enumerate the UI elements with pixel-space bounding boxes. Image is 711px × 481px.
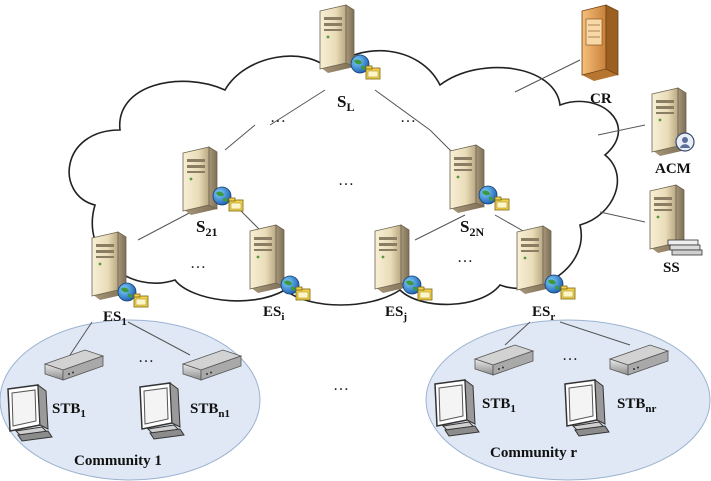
label-acm: ACM [655,161,691,177]
globe-icon [544,274,564,294]
folder-icon [560,285,576,300]
server-tower-icon [182,146,218,216]
server-sL [319,4,381,80]
folder-icon [295,286,311,301]
ellipsis-mark: … [138,349,154,366]
label-cr: CR [590,91,612,107]
ellipsis-mark: … [333,377,349,394]
label-stbnr: STBnr [617,396,656,415]
label-esj: ESj [385,304,407,323]
folder-icon [133,293,149,308]
label-sL: SL [337,92,354,114]
label-es1: ES1 [103,309,127,328]
label-community-1: Community 1 [74,453,162,469]
folder-icon [494,196,510,211]
rack-cabinet-icon [581,4,619,81]
server-tower-icon [319,4,355,74]
ellipsis-mark: … [338,172,354,189]
globe-icon [478,185,498,205]
label-s21: S21 [196,217,217,239]
server-tower-icon [249,224,285,294]
label-s2N: S2N [460,217,484,239]
disk-stack-icon [667,239,703,256]
ellipsis-mark: … [270,109,286,126]
label-stb1-left: STB1 [52,401,86,420]
label-stbn1: STBn1 [190,401,230,420]
label-stb1-right: STB1 [482,396,516,415]
server-tower-icon [449,144,485,214]
label-esr: ESr [532,304,555,323]
globe-icon [117,282,137,302]
ellipsis-mark: … [457,249,473,266]
label-community-r: Community r [490,445,577,461]
folder-icon [365,65,381,80]
ss-server [649,184,703,256]
ellipsis-mark: … [190,255,206,272]
cr-cabinet [581,4,619,81]
acm-server [651,87,695,157]
ellipsis-mark: … [562,347,578,364]
globe-icon [212,186,232,206]
folder-icon [417,286,433,301]
ellipsis-mark: … [400,109,416,126]
user-badge-icon [675,132,695,152]
label-esi: ESi [263,304,284,323]
label-ss: SS [663,260,680,276]
folder-icon [228,197,244,212]
